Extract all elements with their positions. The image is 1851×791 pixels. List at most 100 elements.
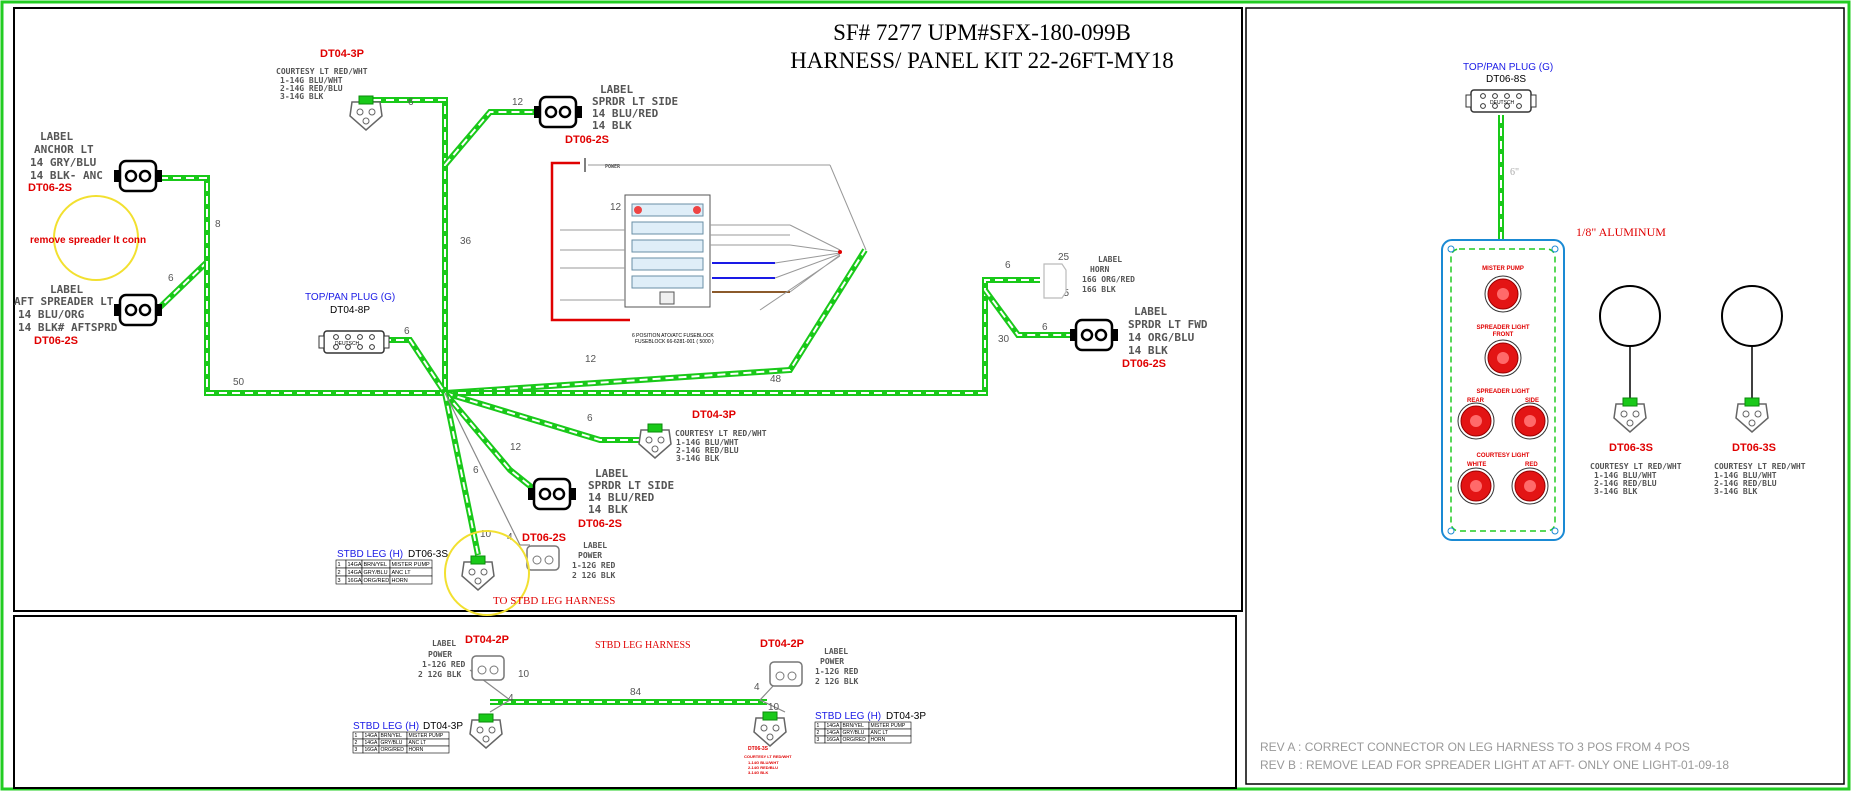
bottom-frame: [13, 615, 1237, 789]
table-cell-text: 16GA: [348, 578, 362, 584]
c2-type: DT06-2S: [565, 134, 609, 146]
lamp1-line2: 2-14G RED/BLU: [1594, 479, 1657, 488]
table-cell-text: GRY/BLU: [381, 740, 403, 746]
title-line1: SF# 7277 UPM#SFX-180-099B: [833, 20, 1131, 45]
len-w14: 6: [1042, 322, 1048, 333]
c1-type: DT04-3P: [320, 48, 364, 60]
b-len-d: 4: [754, 682, 760, 693]
c4-line2: 14 BLK# AFTSPRD: [18, 321, 118, 334]
c9-line2: 14 BLK: [588, 503, 628, 516]
mister-pump-switch-icon: [1484, 275, 1522, 313]
rev-a: REV A : CORRECT CONNECTOR ON LEG HARNESS…: [1260, 740, 1690, 754]
table-cell-text: BRN/YEL: [364, 562, 388, 568]
table-cell: [389, 575, 433, 585]
table-cell-text: GRY/BLU: [843, 730, 865, 736]
table-cell-text: 1: [817, 723, 820, 729]
table-cell-text: HORN: [392, 578, 408, 584]
table-cell-text: ANC LT: [409, 740, 426, 746]
table-cell-text: HORN: [871, 737, 886, 743]
c8-type: DT04-3P: [692, 409, 736, 421]
len-w13: 30: [998, 334, 1010, 345]
c10-type: DT06-2S: [522, 532, 566, 544]
c6-line2: 16G BLK: [1082, 285, 1116, 294]
connector-c4: LABEL AFT SPREADER LT 14 BLU/ORG 14 BLK#…: [14, 283, 164, 347]
dt04-3p-icon: [753, 711, 787, 747]
lamp2-line3: 3-14G BLK: [1714, 487, 1758, 496]
c3-line2: 14 BLK- ANC: [30, 169, 103, 182]
rev-b: REV B : REMOVE LEAD FOR SPREADER LIGHT A…: [1260, 758, 1729, 772]
table-cell-text: 3: [817, 737, 820, 743]
br-sub-l3: 3-14G BLK: [748, 770, 769, 775]
c4-type: DT06-2S: [34, 335, 78, 347]
c8-line2: 2-14G RED/BLU: [676, 446, 739, 455]
courtesy-white-switch-icon: [1457, 467, 1495, 505]
len-w6: 6: [404, 326, 410, 337]
br-sub: DT06-3S: [748, 746, 769, 752]
panel-plug-label: TOP/PAN PLUG (G): [1463, 62, 1553, 73]
table-cell-text: 3: [338, 578, 341, 584]
table-cell-text: 3: [355, 747, 358, 753]
switch-panel: MISTER PUMP SPREADER LIGHT FRONT SPREADE…: [1441, 239, 1565, 541]
table-cell-text: ANC LT: [392, 570, 412, 576]
to-stbd-note: TO STBD LEG HARNESS: [493, 595, 615, 607]
connector-c1: DT04-3P COURTESY LT RED/WHT 1-14G BLU/WH…: [276, 48, 383, 131]
len-w1: 6: [408, 97, 414, 108]
table-cell: [406, 745, 450, 754]
lamp-icon: [1721, 285, 1783, 347]
label-front: FRONT: [1493, 332, 1514, 338]
lamp1-type: DT06-3S: [1609, 442, 1653, 454]
b-len-c: 4: [508, 693, 514, 704]
c8-line1: 1-14G BLU/WHT: [676, 438, 739, 447]
power-connector-icon: [769, 661, 803, 687]
table-cell-text: 14GA: [365, 733, 378, 739]
dt06-3s-icon: [1613, 397, 1647, 433]
table-cell-text: 14GA: [827, 730, 840, 736]
br-sub-l1: 1-14G BLU/WHT: [748, 760, 779, 765]
dt04-3p-icon: [638, 423, 672, 459]
connector-c3: LABEL ANCHOR LT 14 GRY/BLU 14 BLK- ANC D…: [28, 130, 164, 194]
c3-type: DT06-2S: [28, 182, 72, 194]
remove-note: remove spreader lt conn: [30, 235, 146, 246]
table-cell-text: 1: [355, 733, 358, 739]
c10-line1: 1-12G RED: [572, 561, 616, 570]
c11-plug: STBD LEG (H): [337, 549, 403, 560]
c6-line0: HORN: [1090, 265, 1109, 274]
fuse-power: POWER: [605, 164, 621, 170]
len-w17: 6: [473, 465, 479, 476]
table-cell-text: MISTER PUMP: [392, 562, 431, 568]
bottom-right-plug: STBD LEG (H) DT04-3P DT06-3S COURTESY LT…: [744, 711, 926, 775]
highlight-circle: [53, 195, 139, 281]
c7-line2: 14 BLK: [1128, 344, 1168, 357]
connector-c7: LABEL SPRDR LT FWD 14 ORG/BLU 14 BLK DT0…: [1068, 305, 1208, 370]
c2-line1: 14 BLU/RED: [592, 107, 659, 120]
b-len-a: 10: [518, 669, 530, 680]
c2-label: LABEL: [600, 83, 633, 96]
c4-line0: AFT SPREADER LT: [14, 295, 114, 308]
c9-line1: 14 BLU/RED: [588, 491, 655, 504]
table-cell-text: 16GA: [827, 737, 840, 743]
br-label: LABEL: [824, 647, 848, 656]
bl-plug: STBD LEG (H): [353, 721, 419, 732]
bl-line0: POWER: [428, 650, 452, 659]
panel-plug-small: DEUTSCH: [1490, 100, 1515, 106]
main-frame: [13, 7, 1243, 612]
label-side: SIDE: [1525, 398, 1539, 404]
dt06-2s-icon: [112, 159, 164, 193]
c1-line2: 2-14G RED/BLU: [280, 84, 343, 93]
lamp1-line0: COURTESY LT RED/WHT: [1590, 462, 1682, 471]
bl-line1: 1-12G RED: [422, 660, 466, 669]
bottom-right-power: DT04-2P LABEL POWER 1-12G RED 2 12G BLK: [760, 638, 859, 687]
panel-wire-length: 6": [1510, 167, 1519, 178]
table-cell-text: BRN/YEL: [843, 723, 865, 729]
table-cell-text: ANC LT: [871, 730, 888, 736]
len-w9: 48: [770, 374, 782, 385]
panel-plug: TOP/PAN PLUG (G) DT06-8S DEUTSCH: [1463, 62, 1553, 113]
label-white: WHITE: [1467, 462, 1486, 468]
c7-type: DT06-2S: [1122, 358, 1166, 370]
c3-line1: 14 GRY/BLU: [30, 156, 97, 169]
bl-plug-type: DT04-3P: [423, 721, 463, 732]
bl-type: DT04-2P: [465, 634, 509, 646]
lamp2-line0: COURTESY LT RED/WHT: [1714, 462, 1806, 471]
table-cell-text: 2: [338, 570, 341, 576]
